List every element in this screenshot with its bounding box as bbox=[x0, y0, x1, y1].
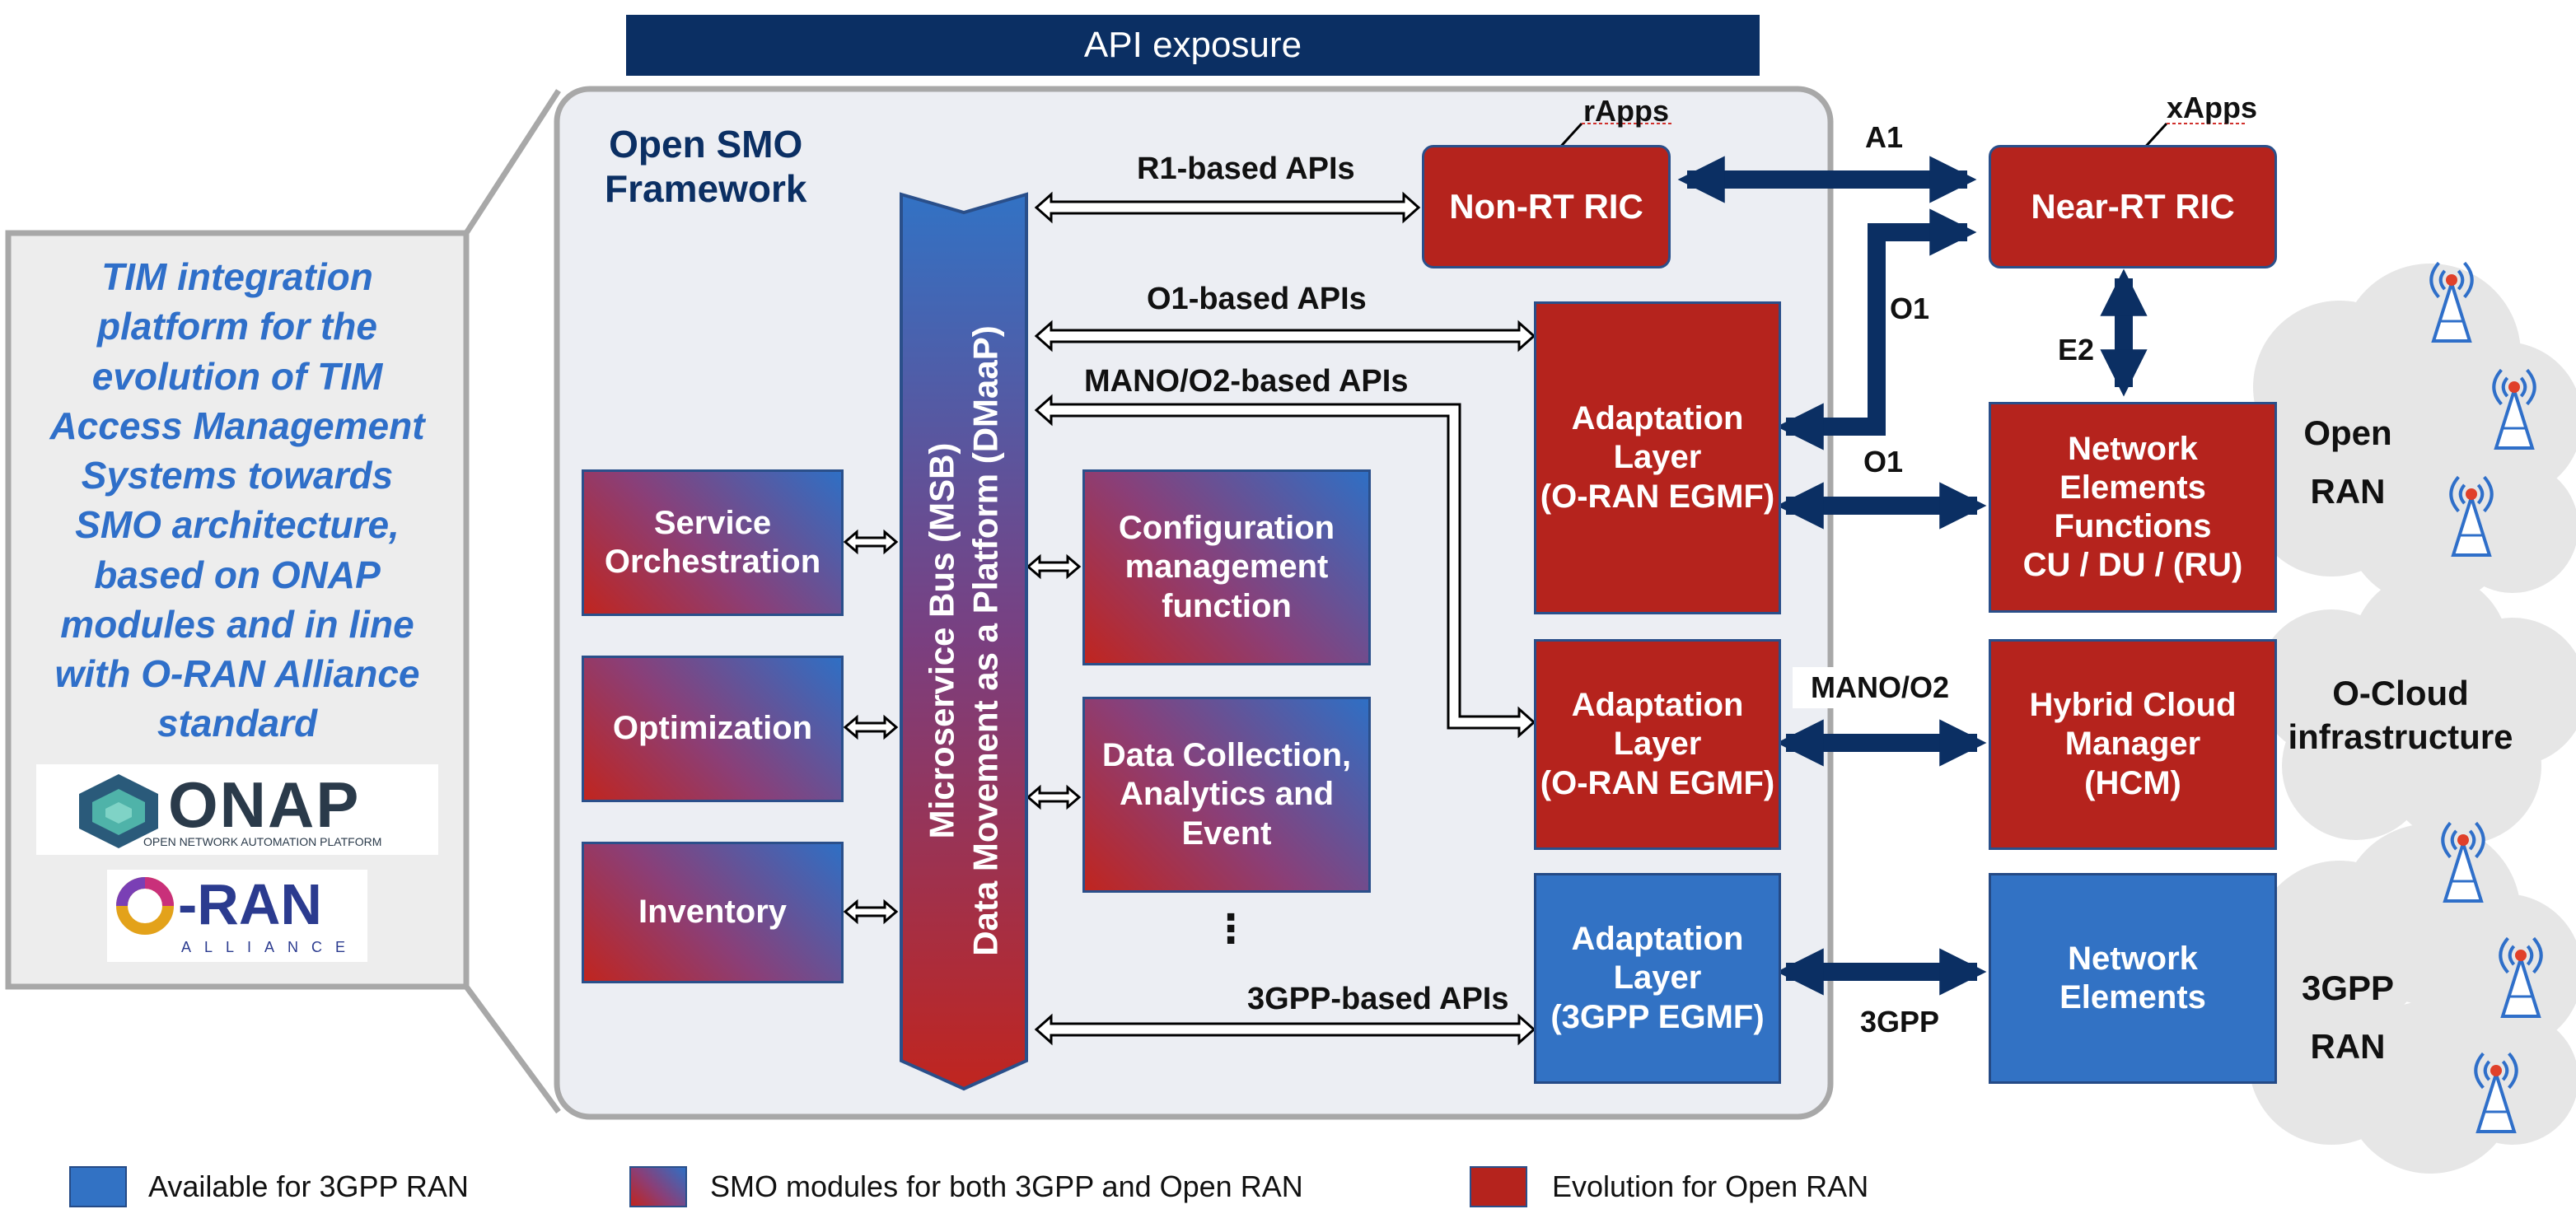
configuration-management-label: Configuration management function bbox=[1118, 510, 1335, 624]
antenna-icon bbox=[2474, 1052, 2518, 1133]
onap-hex-icon bbox=[79, 774, 158, 848]
network-elements-functions-label: Network Elements Functions CU / DU / (RU… bbox=[2022, 430, 2243, 584]
legend-swatch-open-ran bbox=[1470, 1166, 1527, 1207]
onap-logo-subtitle: OPEN NETWORK AUTOMATION PLATFORM bbox=[143, 835, 382, 848]
interface-connectors bbox=[1677, 156, 2148, 996]
more-modules-ellipsis: ⋮ bbox=[1211, 908, 1251, 951]
open-ran-label: Open RAN bbox=[2303, 413, 2392, 511]
near-rt-ric-node[interactable]: Near-RT RIC bbox=[1989, 145, 2277, 268]
3gpp-interface-label: 3GPP bbox=[1860, 1005, 1940, 1039]
left-panel-frame bbox=[5, 230, 470, 990]
legend-swatch-both bbox=[629, 1166, 687, 1207]
e2-interface-label: E2 bbox=[2058, 333, 2095, 366]
xapps-label: xApps bbox=[2167, 91, 2258, 124]
r1-api-label: R1-based APIs bbox=[1137, 152, 1355, 186]
legend-label-open-ran: Evolution for Open RAN bbox=[1552, 1169, 1869, 1203]
data-collection-label: Data Collection, Analytics and Event bbox=[1101, 737, 1352, 852]
adaptation-layer-3gpp-label: Adaptation Layer (3GPP EGMF) bbox=[1550, 921, 1765, 1035]
non-rt-ric-node[interactable]: Non-RT RIC bbox=[1422, 145, 1671, 268]
antenna-icon bbox=[2449, 475, 2494, 557]
o1-api-label: O1-based APIs bbox=[1147, 282, 1367, 316]
cloud-open-ran bbox=[2249, 264, 2576, 605]
hybrid-cloud-manager-label: Hybrid Cloud Manager (HCM) bbox=[2029, 687, 2237, 801]
o1-interface-label: O1 bbox=[1863, 445, 1904, 478]
hybrid-cloud-manager-node[interactable]: Hybrid Cloud Manager (HCM) bbox=[1989, 639, 2277, 850]
antenna-icon bbox=[2492, 368, 2536, 450]
3gpp-api-label: 3GPP-based APIs bbox=[1247, 982, 1509, 1016]
non-rt-ric-label: Non-RT RIC bbox=[1449, 187, 1643, 226]
cloud-ocloud bbox=[2257, 572, 2576, 844]
smo-title: Open SMO Framework bbox=[605, 123, 807, 211]
tim-platform-description: TIM integration platform for the evoluti… bbox=[49, 255, 425, 745]
configuration-management-module[interactable]: Configuration management function bbox=[1082, 469, 1371, 665]
network-elements-label: Network Elements bbox=[2059, 940, 2206, 1015]
o1-interface-top-label: O1 bbox=[1890, 292, 1930, 325]
adaptation-layer-oran-2-label: Adaptation Layer (O-RAN EGMF) bbox=[1540, 687, 1775, 801]
optimization-label: Optimization bbox=[612, 710, 813, 747]
mano-o2-api-label: MANO/O2-based APIs bbox=[1084, 364, 1409, 399]
oran-logo: -RAN ALLIANCE bbox=[107, 870, 367, 962]
network-elements-node[interactable]: Network Elements bbox=[1989, 873, 2277, 1084]
mano-o2-interface-label: MANO/O2 bbox=[1793, 667, 1968, 708]
microservice-bus-label: Microservice Bus (MSB) Data Movement as … bbox=[922, 325, 1005, 956]
a1-interface-label: A1 bbox=[1865, 120, 1904, 154]
oran-logo-subtitle: ALLIANCE bbox=[181, 939, 359, 955]
network-elements-functions-node[interactable]: Network Elements Functions CU / DU / (RU… bbox=[1989, 402, 2277, 613]
adaptation-layer-oran-1[interactable]: Adaptation Layer (O-RAN EGMF) bbox=[1534, 301, 1781, 614]
oran-logo-text: -RAN bbox=[178, 872, 322, 936]
ocloud-label: O-Cloud infrastructure bbox=[2288, 674, 2513, 756]
near-rt-ric-label: Near-RT RIC bbox=[2031, 187, 2235, 226]
microservice-bus: Microservice Bus (MSB) Data Movement as … bbox=[898, 188, 1030, 1094]
inventory-module[interactable]: Inventory bbox=[582, 842, 844, 983]
adaptation-layer-oran-1-label: Adaptation Layer (O-RAN EGMF) bbox=[1540, 400, 1775, 515]
antenna-icon bbox=[2441, 821, 2485, 903]
inventory-label: Inventory bbox=[638, 894, 788, 931]
3gpp-ran-label: 3GPP RAN bbox=[2301, 969, 2395, 1067]
oran-ring-icon bbox=[116, 877, 174, 935]
api-exposure-label: API exposure bbox=[1083, 25, 1302, 65]
rapps-label: rApps bbox=[1583, 94, 1670, 128]
legend-swatch-3gpp bbox=[69, 1166, 127, 1207]
antenna-icons bbox=[2429, 261, 2543, 1133]
legend-label-3gpp: Available for 3GPP RAN bbox=[148, 1169, 469, 1203]
service-orchestration-label: Service Orchestration bbox=[604, 504, 821, 580]
onap-logo: ONAP OPEN NETWORK AUTOMATION PLATFORM bbox=[36, 764, 438, 855]
optimization-module[interactable]: Optimization bbox=[582, 656, 844, 802]
service-orchestration-module[interactable]: Service Orchestration bbox=[582, 469, 844, 616]
data-collection-module[interactable]: Data Collection, Analytics and Event bbox=[1082, 697, 1371, 893]
onap-logo-text: ONAP bbox=[168, 768, 361, 841]
adaptation-layer-3gpp[interactable]: Adaptation Layer (3GPP EGMF) bbox=[1534, 873, 1781, 1084]
adaptation-layer-oran-2[interactable]: Adaptation Layer (O-RAN EGMF) bbox=[1534, 639, 1781, 850]
api-exposure-bar: API exposure bbox=[626, 15, 1760, 76]
legend-label-both: SMO modules for both 3GPP and Open RAN bbox=[710, 1169, 1303, 1203]
antenna-icon bbox=[2499, 936, 2543, 1018]
antenna-icon bbox=[2429, 261, 2474, 343]
